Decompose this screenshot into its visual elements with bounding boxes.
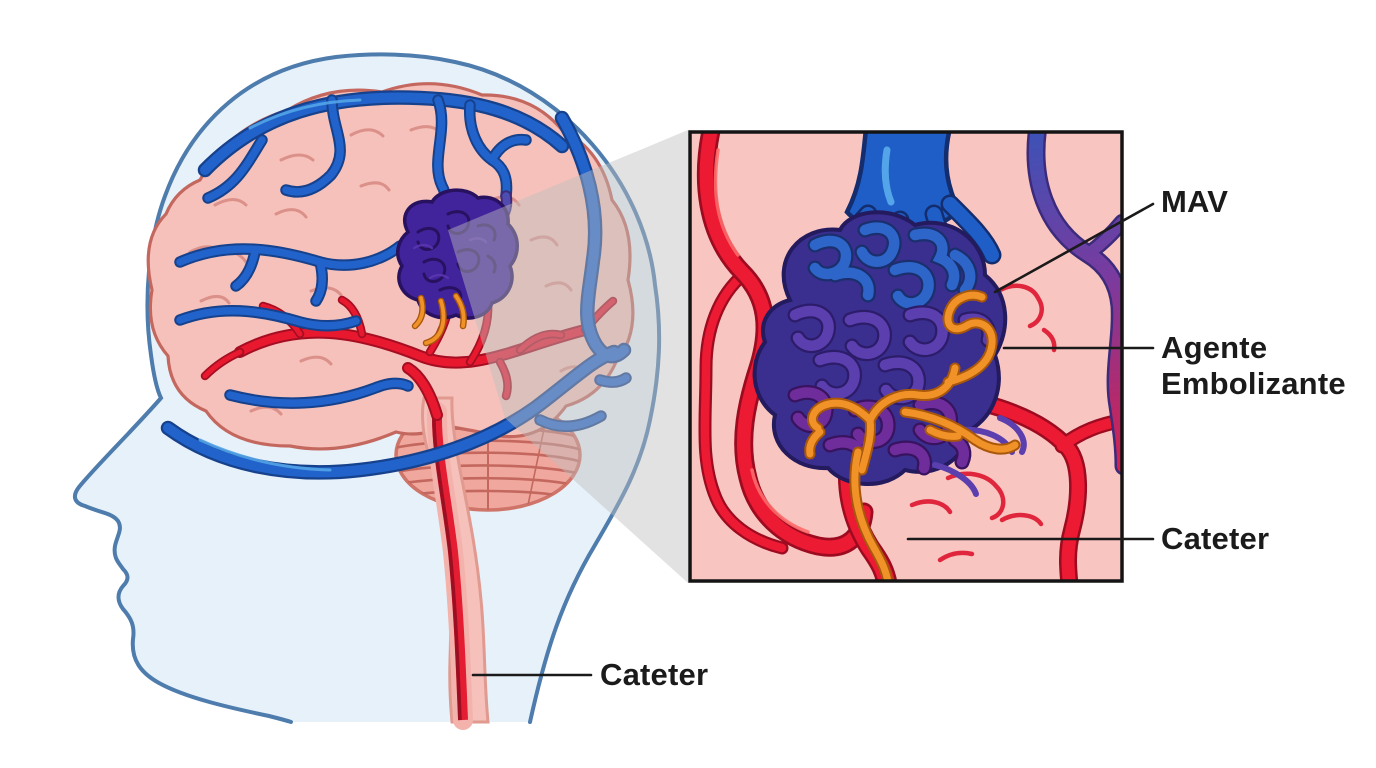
pointer-line-mav [993, 202, 1155, 294]
inset-feeding-artery [696, 132, 874, 557]
avm-nidus-head [396, 188, 519, 347]
inset-right-artery [946, 389, 1122, 581]
label-cateter-neck: Cateter [600, 657, 709, 692]
head-outline [72, 52, 662, 724]
label-agente-embolizante: Agente Embolizante [1161, 330, 1346, 401]
pointer-lines [471, 202, 1155, 677]
inset-border [688, 130, 1124, 583]
zoom-wedge [448, 130, 688, 583]
inset-box [688, 130, 1124, 583]
avm-embolic-threads-head [411, 292, 467, 347]
inset-purple-vessel [1026, 132, 1122, 476]
inset-embolic-agent [804, 289, 1021, 581]
label-mav: MAV [1161, 184, 1229, 219]
label-cateter-inset: Cateter [1161, 521, 1270, 556]
brain-veins [160, 90, 632, 480]
